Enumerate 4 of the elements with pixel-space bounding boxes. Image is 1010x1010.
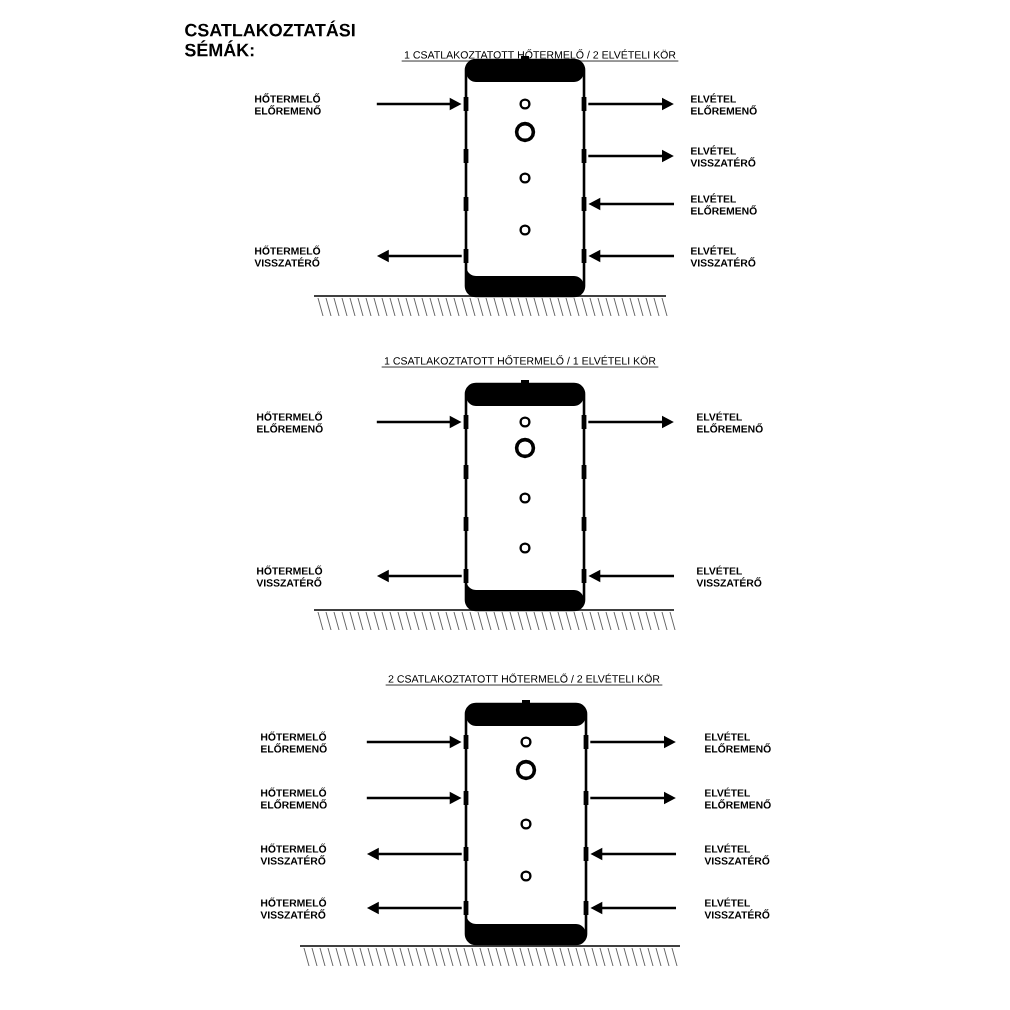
storage-tank bbox=[463, 56, 587, 298]
storage-tank bbox=[463, 700, 589, 946]
heading: CSATLAKOZTATÁSI SÉMÁK: bbox=[184, 20, 355, 57]
storage-tank bbox=[463, 380, 587, 612]
